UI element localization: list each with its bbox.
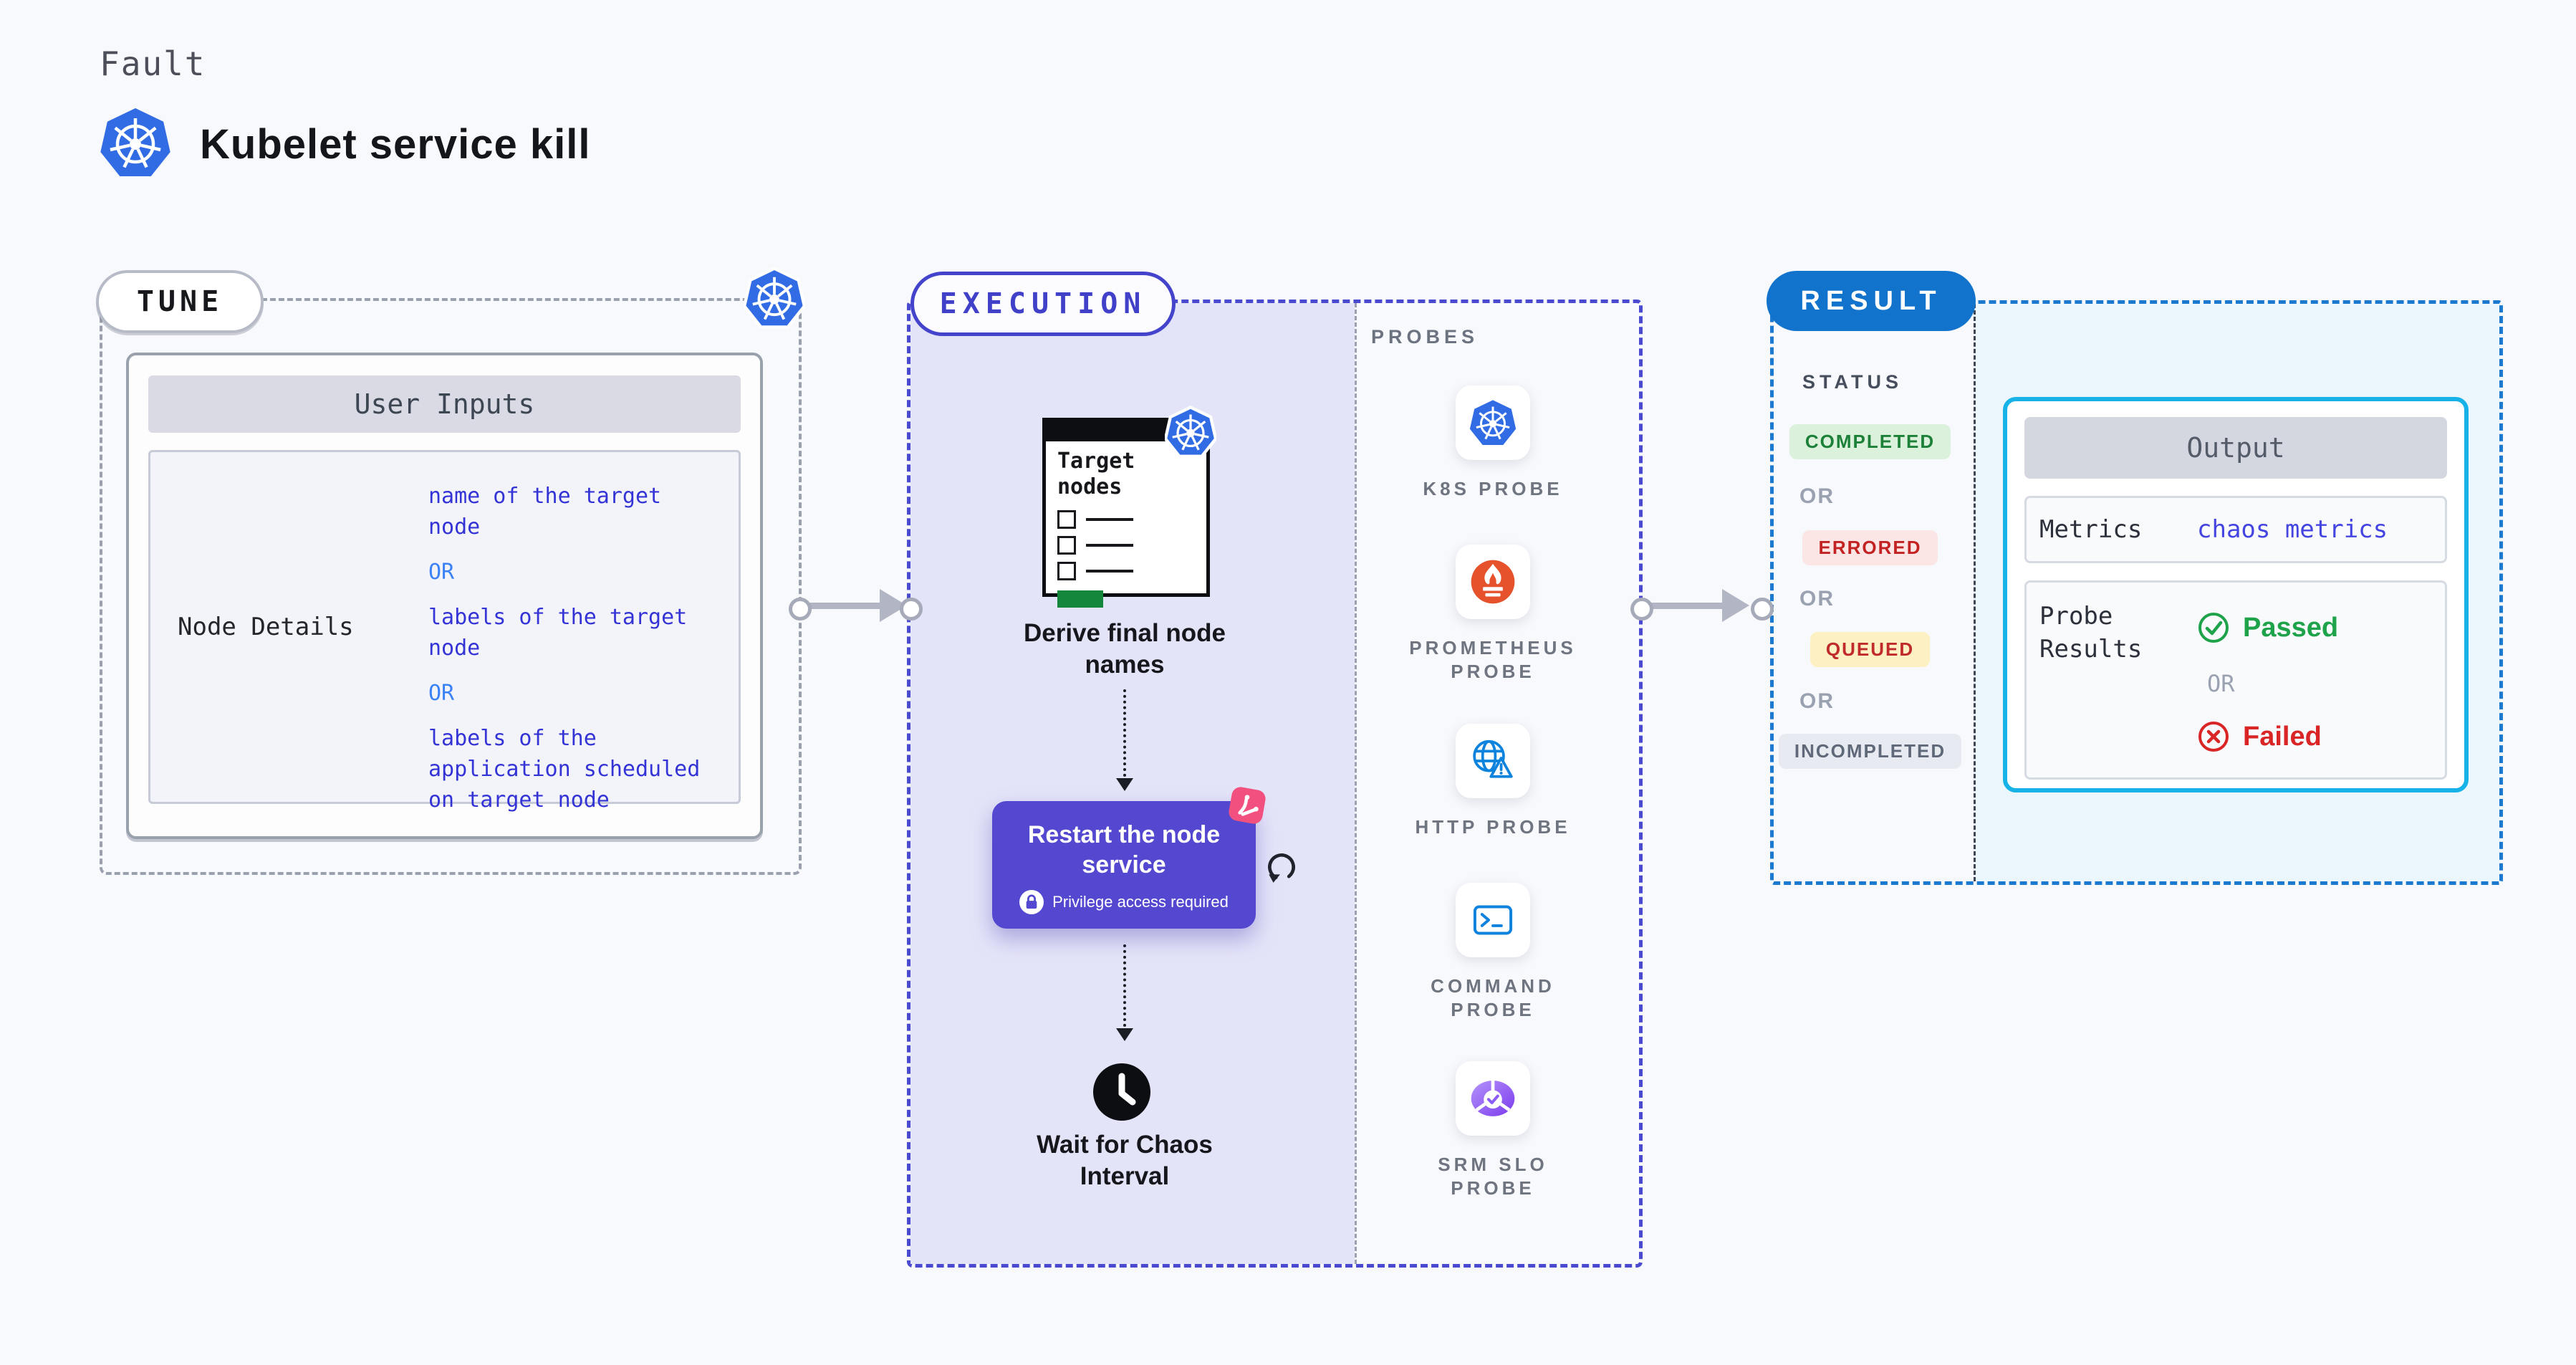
flow-connector	[1123, 689, 1126, 777]
list-line	[1086, 544, 1133, 547]
kubernetes-icon	[1456, 385, 1530, 460]
value-option: labels of the target node	[428, 605, 688, 661]
connector-port	[900, 598, 923, 621]
privilege-note: Privilege access required	[992, 890, 1256, 914]
clock-icon	[1092, 1062, 1152, 1122]
or-separator: OR	[428, 560, 455, 585]
result-separator	[1974, 304, 1976, 881]
restart-title: Restart the node service	[1027, 821, 1221, 878]
probes-separator	[1355, 303, 1357, 1264]
node-list-item	[1057, 536, 1206, 555]
checkbox-icon	[1057, 510, 1076, 529]
result-badge: RESULT	[1767, 271, 1976, 331]
probe-prometheus: PROMETHEUS PROBE	[1385, 545, 1600, 684]
status-badge: ERRORED	[1770, 530, 1970, 565]
probes-title: PROBES	[1371, 326, 1479, 348]
flow-arrowhead	[1116, 1028, 1133, 1041]
prometheus-icon	[1456, 545, 1530, 619]
node-list-item	[1057, 562, 1206, 580]
user-inputs-card: User Inputs Node Details name of the tar…	[126, 353, 763, 839]
tune-badge: TUNE	[96, 270, 264, 333]
status-badge: QUEUED	[1770, 632, 1970, 667]
title-row: Kubelet service kill	[100, 106, 590, 183]
passed-label: Passed	[2243, 612, 2339, 643]
node-details-values: name of the target node OR labels of the…	[428, 452, 739, 813]
flow-connector	[1123, 944, 1126, 1027]
chaos-litmus-icon	[1225, 783, 1269, 828]
flow-arrow	[804, 603, 881, 609]
wait-step-label: Wait for Chaos Interval	[1037, 1131, 1213, 1190]
x-circle-icon	[2198, 722, 2229, 752]
probe-label: COMMAND PROBE	[1431, 975, 1555, 1020]
restart-service-node: Restart the node service Privilege acces…	[992, 801, 1256, 929]
tune-section	[100, 298, 802, 875]
status-title: STATUS	[1802, 371, 1903, 393]
node-details-label: Node Details	[178, 613, 354, 641]
target-nodes-title: Target nodes	[1057, 449, 1135, 499]
value-option: labels of the application scheduled on t…	[428, 726, 701, 813]
probe-label: K8S PROBE	[1423, 478, 1563, 499]
probe-results-row: Probe Results Passed OR Failed	[2024, 580, 2447, 780]
list-line	[1086, 570, 1133, 573]
or-separator: OR	[428, 681, 455, 706]
retry-loop-icon	[1263, 848, 1300, 886]
or-separator: OR	[2207, 670, 2235, 697]
status-badge: COMPLETED	[1770, 424, 1970, 459]
failed-result: Failed	[2197, 720, 2322, 753]
flow-arrow	[1646, 603, 1724, 609]
probe-command: COMMAND PROBE	[1385, 883, 1600, 1022]
probe-label: HTTP PROBE	[1415, 816, 1571, 838]
lock-icon	[1019, 890, 1044, 914]
derive-step-label: Derive final node names	[1023, 619, 1226, 679]
privilege-note-text: Privilege access required	[1052, 893, 1229, 911]
failed-label: Failed	[2243, 721, 2322, 752]
user-inputs-title: User Inputs	[148, 375, 741, 433]
node-details-row: Node Details name of the target node OR …	[148, 450, 741, 813]
or-separator: OR	[1799, 484, 1835, 508]
probe-http: HTTP PROBE	[1385, 724, 1600, 839]
fault-kicker: Fault	[100, 44, 206, 83]
metrics-label: Metrics	[2039, 515, 2143, 544]
probe-label: SRM SLO PROBE	[1438, 1154, 1548, 1199]
node-list-item	[1057, 510, 1206, 529]
metrics-row: Metrics chaos metrics	[2024, 496, 2447, 563]
connector-port	[789, 598, 812, 621]
checkbox-icon	[1057, 536, 1076, 555]
globe-warning-icon	[1456, 724, 1530, 798]
probe-srm-slo: SRM SLO PROBE	[1385, 1061, 1600, 1200]
passed-result: Passed	[2197, 611, 2338, 644]
connector-port	[1751, 598, 1774, 621]
or-separator: OR	[1799, 689, 1835, 713]
kubernetes-icon	[742, 267, 807, 333]
terminal-icon	[1456, 883, 1530, 957]
kubernetes-icon	[100, 106, 171, 183]
connector-port	[1630, 598, 1653, 621]
checkbox-icon	[1057, 562, 1076, 580]
probe-k8s: K8S PROBE	[1385, 385, 1600, 501]
output-card: Output Metrics chaos metrics Probe Resul…	[2003, 397, 2469, 792]
flow-arrowhead	[1722, 589, 1749, 622]
flow-arrowhead	[1116, 778, 1133, 791]
list-line	[1086, 518, 1133, 521]
or-separator: OR	[1799, 587, 1835, 610]
page-title: Kubelet service kill	[200, 121, 591, 168]
kubernetes-icon	[1163, 406, 1218, 459]
metrics-value: chaos metrics	[2197, 515, 2388, 544]
confirm-button-shape	[1057, 590, 1103, 608]
status-badge: INCOMPLETED	[1770, 734, 1970, 769]
output-title: Output	[2024, 417, 2447, 479]
check-circle-icon	[2198, 613, 2229, 643]
probe-results-label: Probe Results	[2039, 602, 2143, 664]
target-nodes-window: Target nodes	[1042, 418, 1210, 608]
value-option: name of the target node	[428, 484, 662, 540]
probe-label: PROMETHEUS PROBE	[1409, 637, 1577, 682]
slo-gauge-icon	[1456, 1061, 1530, 1136]
execution-badge: EXECUTION	[910, 272, 1176, 336]
